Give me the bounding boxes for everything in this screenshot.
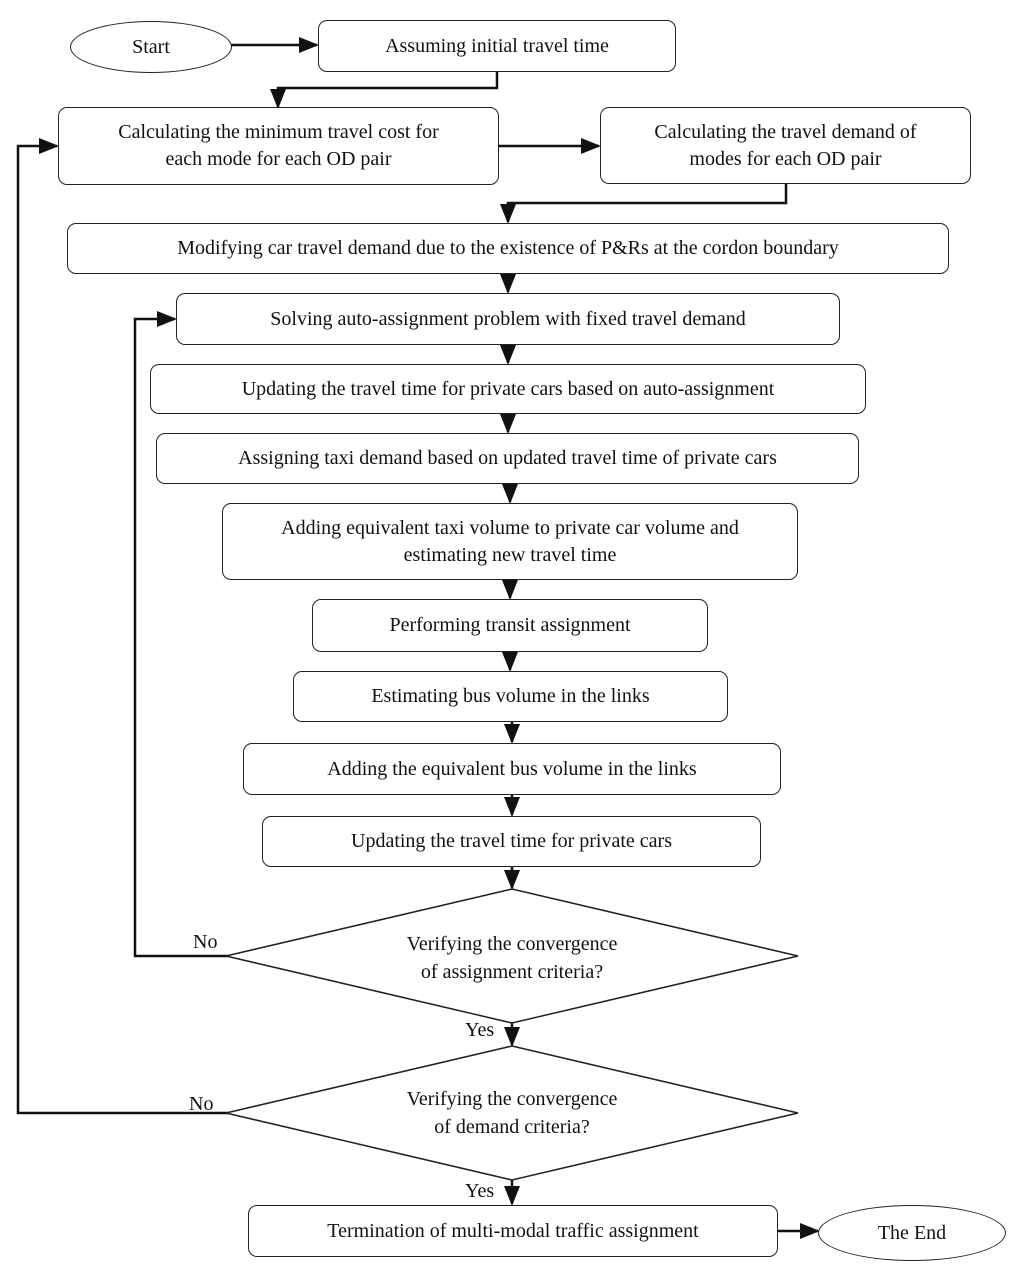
bus-volume-box: Estimating bus volume in the links bbox=[293, 671, 728, 722]
modify-car-demand-box: Modifying car travel demand due to the e… bbox=[67, 223, 949, 274]
transit-assignment-box: Performing transit assignment bbox=[312, 599, 708, 652]
decision-diamond-demand bbox=[225, 1045, 799, 1181]
assume-initial-time-box: Assuming initial travel time bbox=[318, 20, 676, 72]
update-private-cars-box: Updating the travel time for private car… bbox=[262, 816, 761, 867]
arrow-assume-to-min-cost bbox=[270, 72, 499, 109]
decision-assignment-yes-label: Yes bbox=[465, 1019, 495, 1041]
add-taxi-volume-box: Adding equivalent taxi volume to private… bbox=[222, 503, 798, 580]
decision-assignment-text: Verifying the convergence of assignment … bbox=[406, 933, 618, 983]
travel-demand-box: Calculating the travel demand of modes f… bbox=[600, 107, 971, 184]
assign-taxi-demand-box: Assigning taxi demand based on updated t… bbox=[156, 433, 859, 484]
arrow-demand-to-modify bbox=[500, 184, 788, 224]
decision-demand-no-label: No bbox=[189, 1093, 214, 1115]
start-label: Start bbox=[132, 35, 170, 58]
end-label: The End bbox=[877, 1221, 947, 1244]
decision-demand-text: Verifying the convergence of demand crit… bbox=[406, 1088, 618, 1138]
start-terminal: Start bbox=[70, 21, 232, 73]
arrow-decision1-no-loop bbox=[133, 311, 228, 958]
decision-demand-yes-label: Yes bbox=[465, 1180, 495, 1202]
update-private-travel-time-box: Updating the travel time for private car… bbox=[150, 364, 866, 414]
termination-box: Termination of multi-modal traffic assig… bbox=[248, 1205, 778, 1257]
arrow-decision2-no-loop bbox=[16, 138, 228, 1115]
min-travel-cost-box: Calculating the minimum travel cost for … bbox=[58, 107, 499, 185]
end-terminal: The End bbox=[818, 1205, 1006, 1261]
decision-assignment-no-label: No bbox=[193, 931, 218, 953]
solve-auto-assignment-box: Solving auto-assignment problem with fix… bbox=[176, 293, 840, 345]
add-bus-volume-box: Adding the equivalent bus volume in the … bbox=[243, 743, 781, 795]
decision-diamond-assignment bbox=[225, 888, 799, 1024]
